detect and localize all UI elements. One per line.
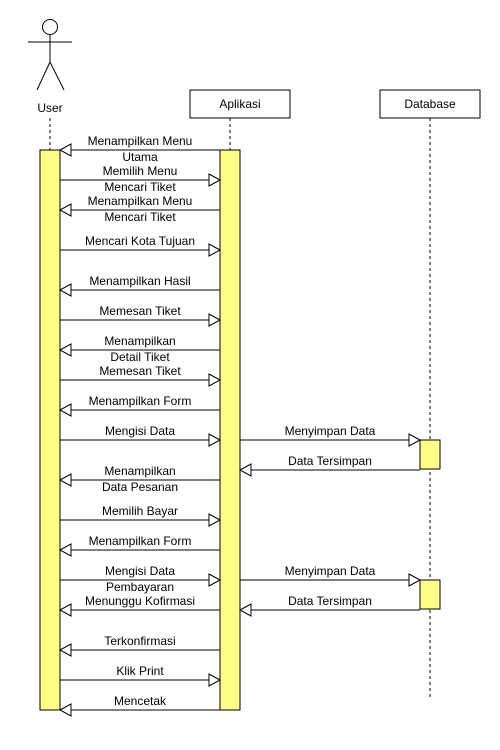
arrowhead-icon bbox=[58, 143, 72, 157]
arrowhead-icon bbox=[58, 203, 72, 217]
arrowhead-icon bbox=[208, 573, 222, 587]
message-22: Mencetak bbox=[58, 694, 220, 717]
arrowhead-icon bbox=[208, 313, 222, 327]
participant-aplikasi: Aplikasi bbox=[189, 89, 291, 119]
message-label: Data Tersimpan bbox=[288, 454, 372, 468]
message-18: Data Tersimpan bbox=[238, 594, 420, 617]
arrowhead-icon bbox=[58, 643, 72, 657]
message-label: Klik Print bbox=[116, 664, 164, 678]
message-label: Data Tersimpan bbox=[288, 594, 372, 608]
message-17: Menyimpan Data bbox=[240, 564, 422, 587]
message-label: Mengisi Data bbox=[105, 424, 175, 438]
message-9: Menampilkan Form bbox=[58, 394, 220, 417]
message-label: Mencetak bbox=[114, 694, 167, 708]
arrowhead-icon bbox=[58, 473, 72, 487]
message-label: Menampilkan bbox=[104, 464, 175, 478]
message-14: Memilih Bayar bbox=[60, 504, 222, 527]
participant-database: Database bbox=[379, 89, 481, 119]
arrowhead-icon bbox=[208, 243, 222, 257]
arrowhead-icon bbox=[58, 603, 72, 617]
message-label: Detail Tiket bbox=[110, 350, 170, 364]
actor-user-label: User bbox=[37, 101, 62, 115]
message-10: Mengisi Data bbox=[60, 424, 222, 447]
message-label: Terkonfirmasi bbox=[104, 634, 175, 648]
message-label: Mengisi Data bbox=[105, 564, 175, 578]
message-label: Memesan Tiket bbox=[99, 304, 181, 318]
message-label: Menampilkan Menu bbox=[88, 194, 193, 208]
arrowhead-icon bbox=[208, 373, 222, 387]
arrowhead-icon bbox=[58, 343, 72, 357]
message-label: Menyimpan Data bbox=[285, 424, 376, 438]
arrowhead-icon bbox=[238, 463, 252, 477]
message-21: Klik Print bbox=[60, 664, 222, 687]
message-15: Menampilkan Form bbox=[58, 534, 220, 557]
message-20: Terkonfirmasi bbox=[58, 634, 220, 657]
participant-aplikasi-label: Aplikasi bbox=[219, 97, 260, 111]
message-label: Mencari Tiket bbox=[104, 210, 176, 224]
arrowhead-icon bbox=[238, 603, 252, 617]
message-11: Menyimpan Data bbox=[240, 424, 422, 447]
message-19: Menunggu Kofirmasi bbox=[58, 594, 220, 617]
activation-aplikasi bbox=[219, 149, 241, 711]
message-label: Menampilkan Hasil bbox=[89, 274, 190, 288]
message-12: Data Tersimpan bbox=[238, 454, 420, 477]
arrowhead-icon bbox=[58, 283, 72, 297]
message-8: Memesan Tiket bbox=[60, 364, 222, 387]
arrowhead-icon bbox=[208, 513, 222, 527]
arrowhead-icon bbox=[208, 173, 222, 187]
stick-figure-actor-icon bbox=[28, 19, 72, 91]
arrowhead-icon bbox=[58, 703, 72, 717]
participant-aplikasi-box bbox=[189, 89, 291, 119]
message-label: Utama bbox=[122, 150, 158, 164]
activation-database-2 bbox=[419, 579, 441, 610]
actor-user: User bbox=[28, 19, 72, 115]
message-5: Menampilkan Hasil bbox=[58, 274, 220, 297]
message-4: Mencari Kota Tujuan bbox=[60, 234, 222, 257]
message-label: Mencari Kota Tujuan bbox=[85, 234, 195, 248]
activation-user bbox=[39, 149, 61, 711]
arrowhead-icon bbox=[208, 673, 222, 687]
participant-database-label: Database bbox=[404, 97, 456, 111]
message-label: Mencari Tiket bbox=[104, 180, 176, 194]
message-label: Pembayaran bbox=[106, 580, 174, 594]
arrowhead-icon bbox=[408, 573, 422, 587]
message-label: Memilih Menu bbox=[103, 164, 178, 178]
activation-database-1 bbox=[419, 439, 441, 470]
message-label: Menyimpan Data bbox=[285, 564, 376, 578]
message-label: Data Pesanan bbox=[102, 480, 178, 494]
arrowhead-icon bbox=[208, 433, 222, 447]
arrowhead-icon bbox=[408, 433, 422, 447]
message-label: Menunggu Kofirmasi bbox=[85, 594, 195, 608]
message-label: Menampilkan Form bbox=[89, 394, 192, 408]
message-label: Menampilkan Form bbox=[89, 534, 192, 548]
arrowhead-icon bbox=[58, 543, 72, 557]
message-label: Menampilkan bbox=[104, 334, 175, 348]
message-label: Memilih Bayar bbox=[102, 504, 178, 518]
participant-database-box bbox=[379, 89, 481, 119]
message-6: Memesan Tiket bbox=[60, 304, 222, 327]
arrowhead-icon bbox=[58, 403, 72, 417]
message-label: Memesan Tiket bbox=[99, 364, 181, 378]
message-label: Menampilkan Menu bbox=[88, 134, 193, 148]
